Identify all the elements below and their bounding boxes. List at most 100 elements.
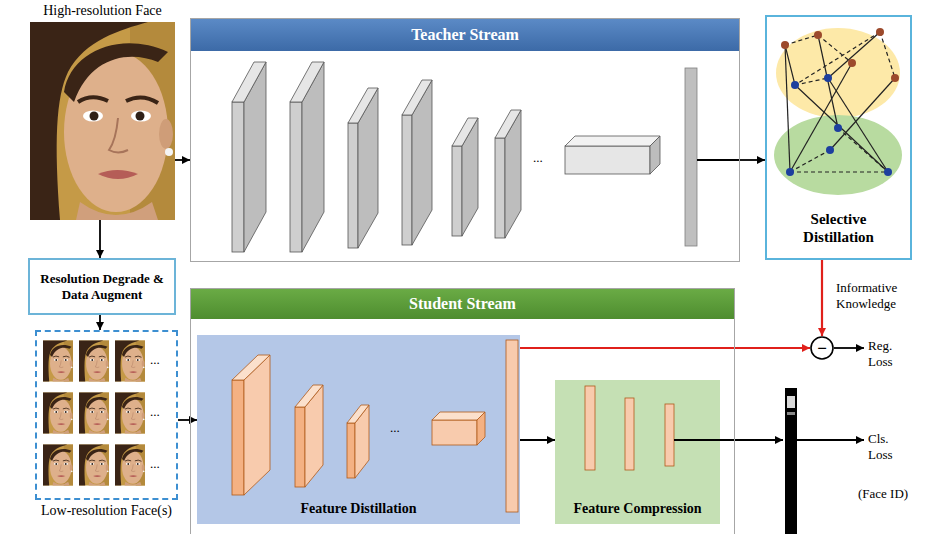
selective-graph-part-part — [814, 31, 822, 39]
selective-graph-part-part — [818, 35, 852, 63]
classifier-bar-part — [787, 396, 795, 408]
stream-box: Teacher Stream — [190, 18, 740, 262]
teacher-layers-part — [348, 88, 378, 123]
node-text: Selective Distillation — [785, 210, 892, 246]
student-layers-part — [585, 386, 595, 470]
stream-box: Student StreamFeature DistillationFeatur… — [190, 288, 735, 534]
node-text: Low-resolution Face(s) — [17, 503, 196, 520]
region-box: Feature Compression — [555, 380, 720, 524]
flow-arrow — [520, 439, 555, 441]
node-text: − — [817, 340, 827, 357]
classifier-bar — [785, 388, 797, 534]
selective-graph-part-part — [790, 150, 830, 172]
text-slot: Selective Distillation — [767, 210, 910, 246]
selective-graph-part-part — [828, 32, 880, 78]
subtract-circle — [811, 337, 833, 359]
edge-label: Informative Knowledge — [836, 280, 910, 311]
text-slot: Feature Compression — [555, 501, 720, 518]
selective-graph-part-part — [824, 74, 832, 82]
node-text: Feature Compression — [559, 501, 716, 518]
flow-arrow — [175, 159, 190, 161]
diagram-label: ... — [150, 404, 160, 420]
face-photo-part — [30, 22, 175, 220]
flow-arrow — [99, 220, 101, 258]
header-bar: Teacher Stream — [191, 19, 739, 51]
label-slot: ... — [150, 404, 160, 420]
selective-graph-part-part — [834, 124, 842, 132]
compression-region — [555, 380, 720, 524]
selective-graph-part-part — [786, 168, 794, 176]
low-resolution-faces-part — [115, 445, 145, 486]
teacher-layers-part — [348, 123, 358, 248]
low-resolution-faces-part — [43, 393, 73, 434]
low-resolution-faces-part — [115, 341, 145, 382]
teacher-layers-part — [685, 68, 697, 246]
diagram-label: ... — [533, 150, 543, 166]
teacher-layers-part — [232, 102, 244, 252]
student-layers-part — [347, 405, 369, 423]
low-resolution-faces-part — [43, 445, 73, 486]
classifier-bar-part — [785, 388, 797, 534]
text-slot: High-resolution Face — [0, 3, 205, 22]
selective-graph-part-part — [884, 168, 892, 176]
selective-graph-part-part — [876, 28, 884, 36]
selective-graph-part-part — [795, 85, 888, 172]
reg-loss-wire — [834, 347, 864, 349]
low-resolution-faces-part — [115, 393, 145, 434]
selective-graph-part-part — [795, 32, 880, 85]
student-layers-part — [232, 355, 270, 380]
selective-graph-part-part — [891, 74, 899, 82]
teacher-layers — [232, 62, 697, 252]
process-box: Resolution Degrade & Data Augment — [28, 258, 176, 315]
selection-box: Selective Distillation — [765, 15, 912, 260]
operator-circle: − — [810, 336, 834, 360]
selective-graph-part-part — [785, 45, 790, 172]
low-resolution-faces-part — [43, 341, 73, 382]
teacher-layers-part — [402, 80, 432, 115]
student-layers-part — [665, 404, 674, 466]
node-text: Feature Distillation — [201, 501, 516, 518]
label-slot: ... — [150, 456, 160, 472]
teacher-layers-part — [402, 115, 412, 245]
teacher-layers-part — [495, 110, 521, 138]
teacher-layers-part — [565, 146, 650, 174]
low-resolution-faces-part — [79, 445, 109, 486]
cls-loss-wire — [797, 439, 864, 441]
label-slot: Cls. Loss — [868, 431, 912, 462]
diagram-label: ... — [390, 420, 400, 436]
distillation-region — [197, 335, 520, 524]
selective-graph-part-part — [785, 35, 818, 45]
diagram-label: Reg. Loss — [868, 338, 912, 369]
classifier-wire — [674, 439, 783, 441]
diagram-label: ... — [150, 456, 160, 472]
student-layers-part — [232, 380, 244, 495]
teacher-layers-part — [452, 118, 478, 146]
selective-graph-part-part — [830, 78, 895, 150]
selective-graph-part-part — [791, 81, 799, 89]
label-slot: ... — [150, 352, 160, 368]
selective-graph-part-part — [848, 59, 856, 67]
teacher-layers-part — [452, 146, 462, 236]
student-layers-part — [347, 423, 355, 478]
selective-graph-part — [774, 115, 902, 195]
photo-node: High-resolution Face — [30, 22, 175, 220]
teacher-layers-part — [650, 136, 660, 174]
face-photo — [30, 22, 175, 220]
teacher-output-wire — [697, 159, 740, 161]
selective-graph-part — [785, 32, 895, 172]
selective-graph-part-part — [826, 146, 834, 154]
diagram-label: ... — [150, 352, 160, 368]
student-layers-part — [295, 385, 323, 407]
selective-graph-part-part — [838, 128, 888, 172]
label-slot: (Face ID) — [858, 486, 908, 502]
teacher-layers-part — [232, 62, 266, 102]
text-slot: Feature Distillation — [197, 501, 520, 518]
selective-graph-part-part — [781, 41, 789, 49]
flow-arrow — [99, 315, 101, 330]
student-layers-part — [477, 412, 485, 445]
selective-graph-part-part — [828, 78, 888, 172]
label-slot: Reg. Loss — [868, 338, 912, 369]
label-slot: ... — [390, 420, 400, 436]
low-resolution-faces — [43, 341, 145, 486]
